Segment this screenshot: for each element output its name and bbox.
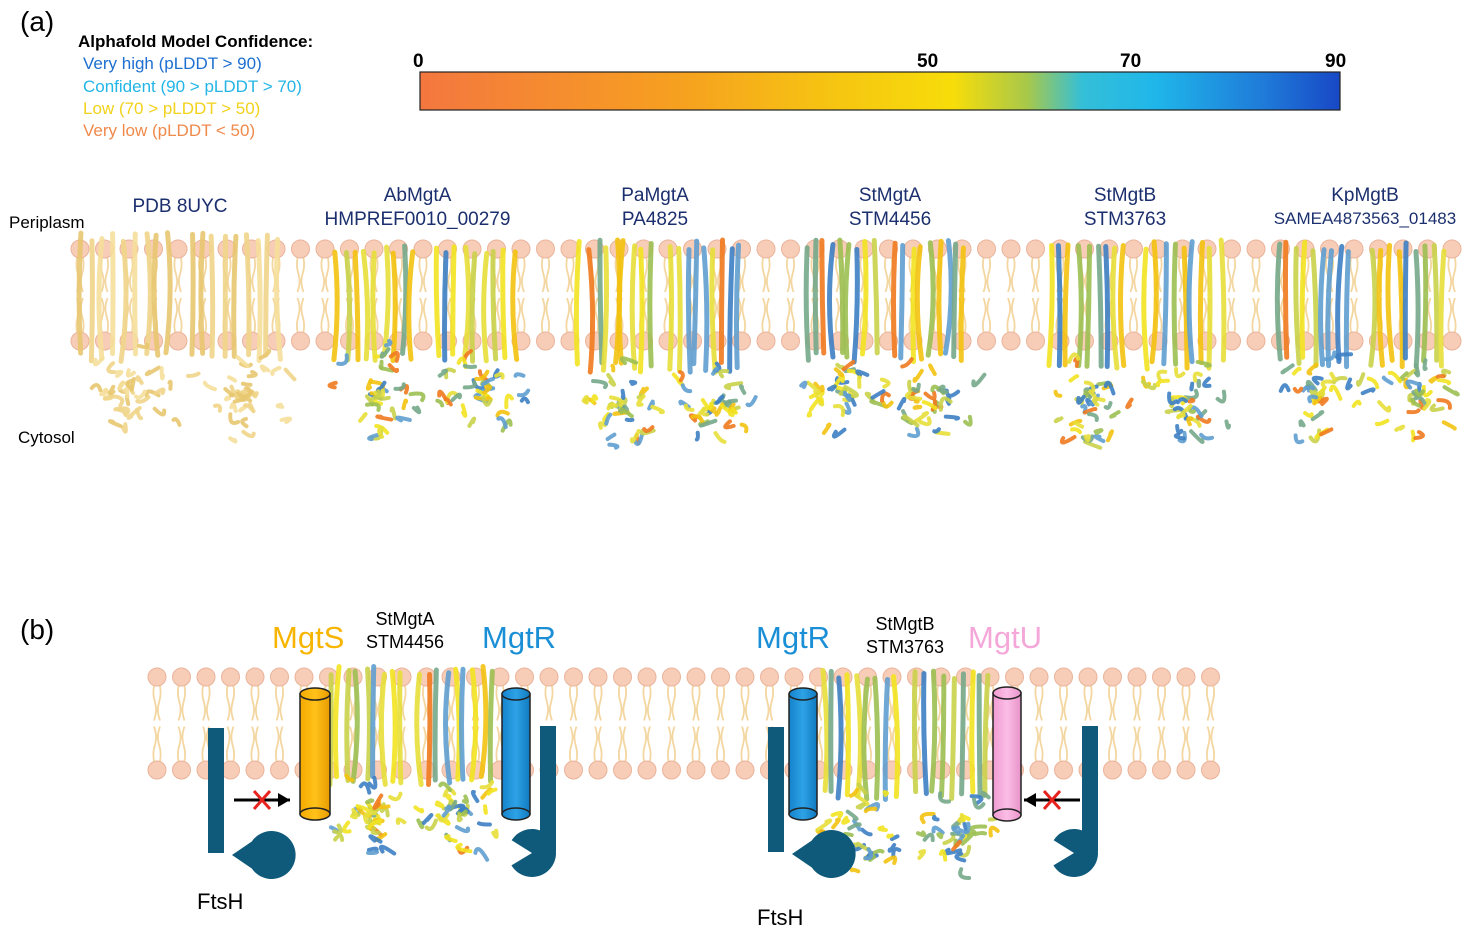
colorbar-tick-0: 0 [413, 51, 424, 72]
protein-name: StMgtB [1093, 185, 1157, 206]
ftsh-label-right: FtsH [757, 905, 804, 930]
colorbar-gradient [419, 71, 1341, 111]
protein-id: PA4825 [621, 209, 689, 230]
periplasm-label: Periplasm [9, 213, 85, 232]
structure-stmgta-b [327, 664, 499, 862]
protein-id: STM4456 [848, 209, 932, 230]
panel-b-art [208, 664, 1098, 881]
protein-id: SAMEA4873563_01483 [1273, 209, 1457, 228]
structure-kpmgtb [1274, 239, 1460, 445]
stmgta-name: StMgtA [375, 609, 435, 629]
mgtu-helix [992, 686, 1022, 822]
ftsh-protease-middle-right [768, 727, 856, 879]
structure-stmgtb [1046, 237, 1232, 450]
mgtu-label: MgtU [968, 620, 1043, 655]
blocked-degradation-arrow-mgts [234, 790, 290, 810]
panel-label-a: (a) [20, 6, 55, 37]
ftsh-protease-right [1053, 726, 1098, 878]
structure-abmgta [327, 243, 531, 442]
protein-structures [76, 230, 1460, 450]
protein-name: AbMgtA [383, 185, 452, 206]
structure-pamgta [573, 237, 758, 450]
stmgtb-name: StMgtB [875, 614, 935, 634]
structure-pdb-8uyc [76, 230, 297, 444]
colorbar-tick-70: 70 [1120, 51, 1142, 72]
confidence-colorbar [419, 71, 1341, 111]
protein-id: STM3763 [1083, 209, 1167, 230]
mgts-label: MgtS [272, 620, 345, 655]
legend-item-confident: Confident (90 > pLDDT > 70) [83, 77, 302, 96]
mgtr-label-right: MgtR [756, 620, 831, 655]
structure-stmgtb-b [815, 667, 1000, 881]
protein-name: StMgtA [858, 185, 922, 206]
stmgta-id: STM4456 [365, 632, 445, 652]
legend-title: Alphafold Model Confidence: [78, 32, 314, 51]
colorbar-tick-50: 50 [917, 51, 939, 72]
protein-name: PaMgtA [621, 185, 689, 206]
ftsh-protease-left [208, 728, 296, 879]
stmgtb-id: STM3763 [865, 637, 945, 657]
blocked-degradation-arrow-mgtu [1024, 790, 1080, 810]
protein-name: PDB 8UYC [132, 196, 228, 217]
protein-name: KpMgtB [1331, 185, 1399, 206]
legend-item-very-low: Very low (pLDDT < 50) [83, 121, 256, 140]
legend-item-low: Low (70 > pLDDT > 50) [83, 99, 261, 118]
mgts-helix [299, 687, 331, 821]
ftsh-protease-middle-left [511, 726, 556, 877]
mgtr-label-left: MgtR [482, 620, 557, 655]
cytosol-label: Cytosol [18, 428, 75, 447]
mgtr-helix-left [501, 687, 531, 821]
ftsh-label-left: FtsH [197, 889, 244, 914]
colorbar-tick-90: 90 [1325, 51, 1347, 72]
panel-label-b: (b) [20, 614, 55, 645]
structure-stmgta [799, 237, 987, 439]
legend-item-very-high: Very high (pLDDT > 90) [83, 54, 262, 73]
protein-id: HMPREF0010_00279 [324, 209, 511, 230]
mgtr-helix-right [788, 687, 818, 821]
